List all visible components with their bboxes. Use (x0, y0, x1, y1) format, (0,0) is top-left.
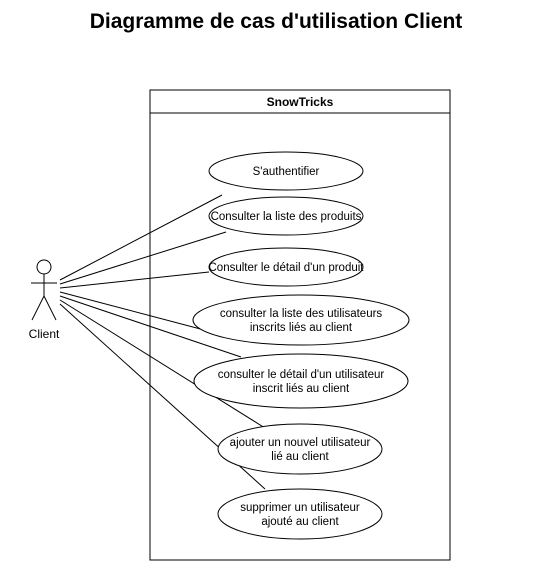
association-line-3 (59, 271, 210, 289)
association-line-6 (59, 299, 266, 429)
use-case-label: ajouté au client (261, 516, 339, 528)
actor-stick-figure-icon (31, 259, 57, 321)
association-line-2 (59, 231, 227, 285)
use-case-ellipse (217, 423, 383, 475)
use-case-ellipse (193, 353, 409, 409)
use-case-label: inscrit liés au client (253, 383, 350, 395)
use-case-ellipse (208, 151, 364, 191)
use-case-ellipse (192, 294, 410, 346)
use-case-ellipse (217, 488, 383, 540)
actor-label: Client (29, 327, 60, 341)
actor-client: Client (29, 259, 60, 341)
use-case-label: S'authentifier (253, 166, 320, 178)
use-case-label: lié au client (271, 451, 329, 463)
association-line-5 (59, 295, 242, 358)
use-case-ellipse (208, 247, 364, 287)
system-name: SnowTricks (267, 95, 334, 109)
use-case-5: consulter le détail d'un utilisateur insc… (193, 353, 409, 409)
use-case-label: inscrits liés au client (250, 322, 353, 334)
use-case-4: consulter la liste des utilisateurs inscr… (192, 294, 410, 346)
use-case-1: S'authentifier (208, 151, 364, 191)
use-case-label: consulter le détail d'un utilisateur (218, 369, 385, 381)
use-case-3: Consulter le détail d'un produit (208, 247, 365, 287)
use-case-label: ajouter un nouvel utilisateur (230, 437, 371, 449)
use-case-2: Consulter la liste des produits (208, 196, 364, 236)
association-line-1 (59, 194, 223, 281)
use-case-ellipse (208, 196, 364, 236)
use-case-label: supprimer un utilisateur (240, 502, 360, 514)
use-case-label: Consulter le détail d'un produit (209, 262, 365, 274)
use-case-6: ajouter un nouvel utilisateur lié au clie… (217, 423, 383, 475)
use-case-label: Consulter la liste des produits (211, 211, 362, 223)
use-case-label: consulter la liste des utilisateurs (220, 308, 383, 320)
use-case-7: supprimer un utilisateur ajouté au client (217, 488, 383, 540)
diagram-title: Diagramme de cas d'utilisation Client (90, 10, 463, 33)
association-line-4 (59, 291, 209, 332)
